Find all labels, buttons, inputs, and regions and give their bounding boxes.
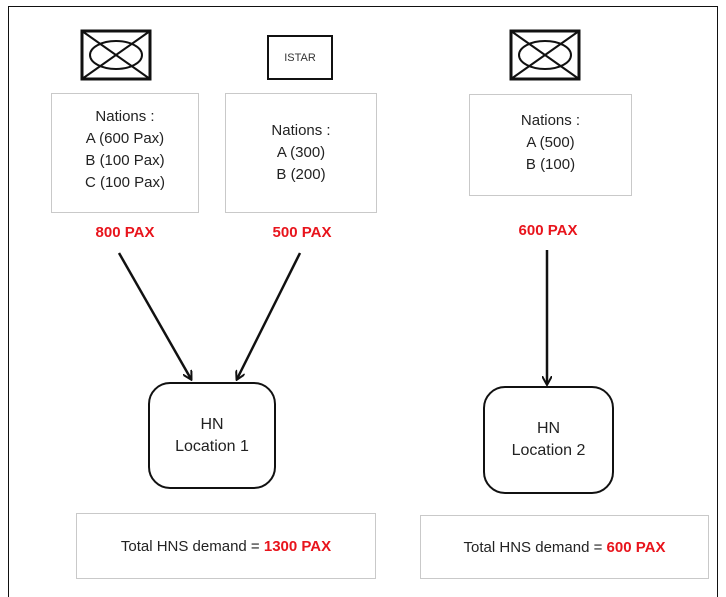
istar-symbol: ISTAR <box>267 35 333 80</box>
nation-entry: C (100 Pax) <box>84 174 166 191</box>
pax-total-3: 600 PAX <box>518 222 578 239</box>
istar-label: ISTAR <box>284 51 316 64</box>
diagram-frame <box>8 6 718 597</box>
total-hns-demand-2: Total HNS demand = 600 PAX <box>420 515 709 579</box>
nations-box-2: Nations : A (300) B (200) <box>225 93 377 213</box>
nation-entry: B (100 Pax) <box>85 152 165 169</box>
unit-symbol-1-icon <box>80 29 152 81</box>
nations-box-3: Nations : A (500) B (100) <box>469 94 632 196</box>
pax-total-2: 500 PAX <box>272 224 332 241</box>
nation-entry: B (100) <box>525 156 576 173</box>
total-value: 600 PAX <box>606 538 666 556</box>
total-label: Total HNS demand = <box>120 537 264 555</box>
pax-total-1: 800 PAX <box>95 224 155 241</box>
nation-entry: A (500) <box>526 134 575 151</box>
nation-entry: A (600 Pax) <box>85 130 165 147</box>
hn-location-label: Location 2 <box>511 442 586 459</box>
total-hns-demand-1: Total HNS demand = 1300 PAX <box>76 513 376 579</box>
hn-location-1: HN Location 1 <box>148 382 276 489</box>
total-value: 1300 PAX <box>263 537 332 555</box>
hn-location-2: HN Location 2 <box>483 386 614 494</box>
unit-symbol-3-icon <box>509 29 581 81</box>
hn-label: HN <box>536 420 561 437</box>
nations-label: Nations : <box>520 112 581 129</box>
total-label: Total HNS demand = <box>463 538 607 556</box>
nations-label: Nations : <box>95 108 155 125</box>
nations-box-1: Nations : A (600 Pax) B (100 Pax) C (100… <box>51 93 199 213</box>
nation-entry: B (200) <box>276 166 326 183</box>
nations-label: Nations : <box>271 122 331 139</box>
hn-label: HN <box>200 415 224 433</box>
hn-location-label: Location 1 <box>175 437 249 455</box>
nation-entry: A (300) <box>276 144 326 161</box>
